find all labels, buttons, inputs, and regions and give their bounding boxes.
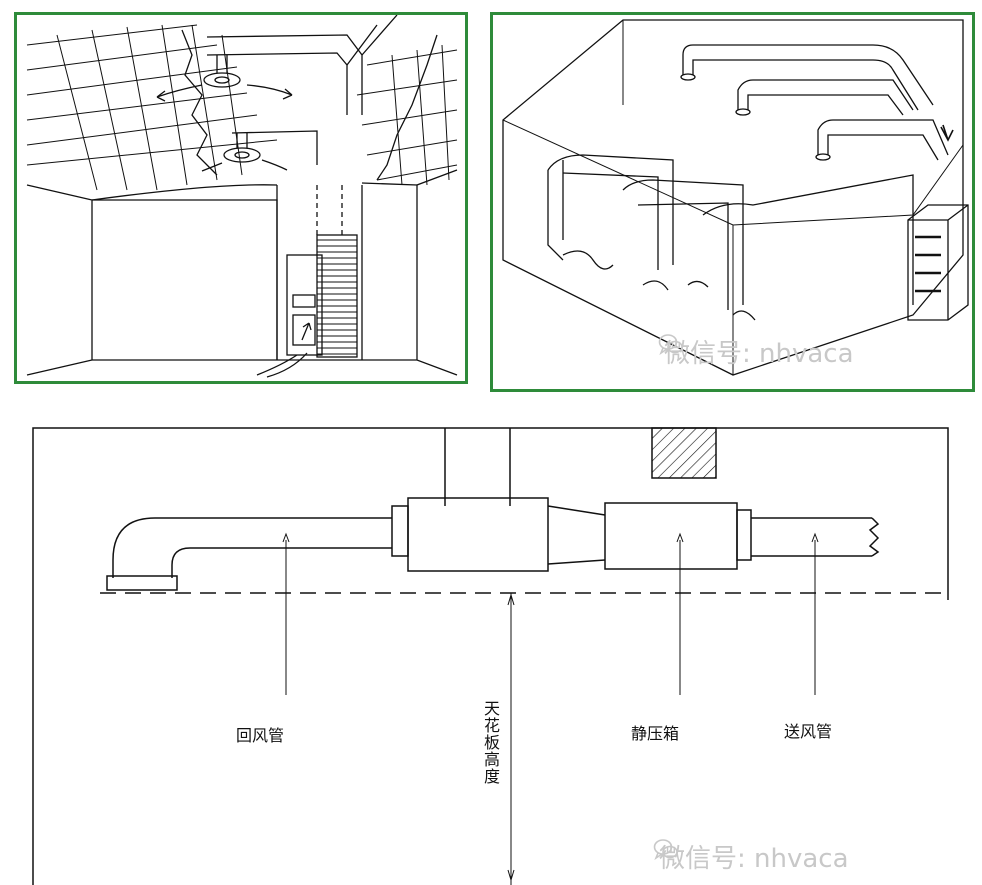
- ceiling-room-drawing: [26, 15, 458, 378]
- ceiling-diffuser-2: [223, 130, 318, 165]
- top-branch-ducts: [680, 44, 954, 161]
- label-ceiling-height: 天花板高度: [481, 700, 500, 785]
- duct-break: [868, 517, 880, 557]
- air-handling-unit: [276, 185, 363, 360]
- return-duct-elbow: [112, 517, 392, 578]
- air-handling-unit-box: [907, 204, 969, 321]
- ceiling-diffuser-1: [203, 55, 241, 88]
- label-return-duct: 回风管: [236, 726, 285, 745]
- ceiling-section-diagram: 回风管 天花板高度 静压箱 送风管 微信号: nhvaca: [0, 400, 982, 885]
- ceiling-room-illustration-panel: [14, 12, 468, 384]
- airflow-arrow-2: [246, 84, 293, 100]
- air-handling-unit-body: [407, 497, 549, 572]
- watermark-top: 微信号: nhvaca: [658, 333, 854, 370]
- isometric-duct-box-panel: 微信号: nhvaca: [490, 12, 975, 392]
- supply-duct-top: [206, 34, 363, 115]
- room-walls: [26, 169, 458, 376]
- duct-riser: [346, 15, 398, 66]
- return-grille: [106, 575, 178, 591]
- structural-beam: [651, 427, 717, 479]
- leader-supply-duct: [811, 532, 819, 695]
- leader-plenum-box: [676, 532, 684, 695]
- isometric-duct-drawing: [502, 19, 969, 376]
- plenum-collar: [736, 509, 752, 561]
- ceiling-break-edge-right: [376, 34, 438, 181]
- watermark-text: 微信号: nhvaca: [659, 844, 849, 874]
- supply-duct: [751, 517, 872, 557]
- leader-return-duct: [282, 532, 290, 695]
- airflow-arrow-4: [261, 159, 288, 171]
- ceiling-height-dimension: [507, 593, 515, 885]
- ceiling-grid: [26, 24, 458, 191]
- ceiling-edge: [91, 182, 418, 201]
- transition-piece: [547, 505, 606, 565]
- air-handling-unit: [391, 505, 409, 557]
- watermark-text: 微信号: nhvaca: [664, 339, 854, 369]
- box-outline: [502, 19, 964, 376]
- watermark-bottom: 微信号: nhvaca: [653, 838, 849, 875]
- plenum-box: [604, 502, 738, 570]
- label-supply-duct: 送风管: [784, 722, 833, 741]
- box-inner-edges: [502, 20, 964, 375]
- airflow-arrow-3: [201, 162, 223, 172]
- side-return-ducts: [547, 154, 914, 321]
- airflow-arrow-1: [156, 84, 203, 102]
- section-drawing: [32, 427, 949, 885]
- section-frame: [32, 427, 949, 885]
- return-airflow-arrow: [256, 352, 308, 378]
- vertical-shaft: [444, 428, 511, 506]
- label-plenum-box: 静压箱: [631, 724, 680, 743]
- ceiling-break-edge: [181, 29, 218, 176]
